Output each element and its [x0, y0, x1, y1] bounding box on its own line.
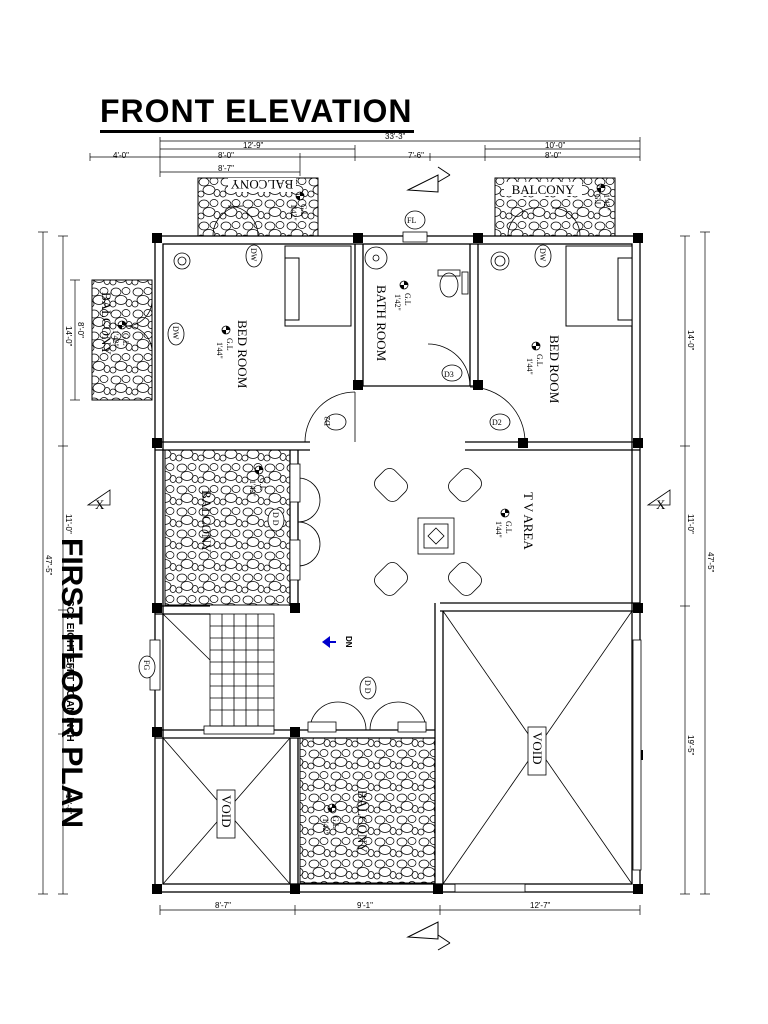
gl-value-7: 1'42": [111, 330, 120, 347]
tag-fl: FL: [407, 216, 416, 225]
label-balcony-1: BALCONY: [230, 177, 293, 192]
dim-left-a: 14'-0": [64, 326, 73, 347]
balcony-middle: [164, 449, 291, 606]
gl-label-3: G.L: [504, 521, 513, 534]
gl-label-2: G.L: [535, 354, 544, 367]
dim-left-total: 47'-5": [44, 555, 53, 576]
dim-balc: 8'-7": [218, 164, 234, 173]
dim-right-a: 10'-0": [545, 141, 566, 150]
label-balcony-4: BALCONY: [199, 490, 214, 553]
tag-d3: D3: [444, 370, 454, 379]
section-x-left: X: [95, 497, 105, 512]
label-bed-room-2: BED ROOM: [547, 335, 562, 404]
gl-value-2: 1'44": [525, 358, 534, 375]
top-dimensions: [89, 137, 641, 177]
gl-value-3: 1'44": [494, 521, 503, 538]
tag-dd-1: D D: [271, 512, 280, 526]
section-marker-bottom: [406, 921, 451, 951]
dim-left-c: 11'-0": [64, 514, 73, 534]
label-balcony-3: BALCONY: [99, 292, 114, 355]
gl-label-1: G.L: [225, 338, 234, 351]
label-bathroom: BATH ROOM: [374, 285, 389, 362]
label-balcony-2: BALCONY: [512, 182, 575, 197]
tv-area-furniture: [374, 468, 482, 596]
tag-d2-1: D2: [323, 416, 332, 426]
bathroom-fixtures: [364, 246, 469, 298]
dim-mid-b: 7'-6": [408, 151, 424, 160]
dim-left-b: 8'-0": [218, 151, 234, 160]
section-marker-top: [406, 166, 451, 193]
tag-dw-3: DW: [171, 326, 180, 340]
gl-markers: [117, 183, 606, 813]
gl-label-9: G.L: [593, 194, 602, 207]
gl-label-4: G.L: [258, 478, 267, 491]
tag-fg: FG: [142, 660, 151, 670]
tag-dw-2: DW: [538, 248, 547, 262]
dim-left-a: 12'-9": [243, 141, 264, 150]
dim-overall: 33'-3": [385, 132, 406, 141]
dim-right-b: 8'-0": [545, 151, 561, 160]
right-dimensions: [680, 231, 710, 895]
dim-right-a: 14'-0": [686, 330, 695, 351]
gl-value-6: 1'42": [321, 818, 330, 835]
tag-d2-2: D2: [492, 418, 502, 427]
dim-left-b: 8'-0": [76, 322, 85, 338]
section-markers-side: [86, 489, 671, 506]
gl-value-4: 1'42": [248, 480, 257, 497]
section-x-right: X: [656, 497, 666, 512]
dim-left-d: 8'-0": [64, 655, 73, 671]
dim-left-e: 10'-8": [64, 794, 73, 815]
elevation-heading: FRONT ELEVATION: [100, 92, 415, 133]
label-void-1: VOID: [219, 795, 234, 828]
gl-label-7: G.L: [121, 333, 130, 346]
dim-front: 4'-0": [113, 151, 129, 160]
balcony-bottom: [299, 737, 436, 884]
gl-value-1: 1'44": [215, 342, 224, 359]
staircase: [162, 613, 275, 727]
left-dimensions: [38, 231, 80, 895]
door-tag-circles: [138, 210, 552, 700]
label-bed-room-1: BED ROOM: [235, 320, 250, 389]
outer-walls: [154, 235, 641, 893]
label-balcony-5: BALCONY: [355, 790, 370, 853]
gl-value-5: 1'42": [393, 294, 402, 311]
stair-direction-arrow: [322, 636, 336, 648]
gl-label-5: G.L: [403, 293, 412, 306]
gl-value-9: 1'42": [602, 194, 611, 211]
dim-bottom-b: 9'-1": [357, 901, 373, 910]
dim-bottom-a: 8'-7": [215, 901, 231, 910]
gl-label-8: G.L: [299, 204, 308, 217]
tag-dd-2: D D: [363, 680, 372, 694]
tag-dw-1: DW: [249, 248, 258, 262]
bottom-dimensions: [159, 905, 641, 915]
gl-label-6: G.L: [331, 816, 340, 829]
beds: [284, 245, 633, 327]
dim-right-c: 19'-5": [686, 735, 695, 756]
dim-right-total: 47'-5": [706, 552, 715, 573]
doors: [125, 205, 581, 731]
stair-dn-label: DN: [344, 636, 353, 648]
windows: [149, 231, 642, 893]
dim-right-b: 11'-0": [686, 514, 695, 534]
dim-bottom-c: 12'-7": [530, 901, 551, 910]
balcony-left: [91, 279, 153, 401]
gl-value-8: 1'42": [289, 204, 298, 221]
armchairs: [173, 251, 510, 271]
label-void-2: VOID: [530, 732, 545, 765]
label-tv-area: T V AREA: [521, 492, 536, 550]
